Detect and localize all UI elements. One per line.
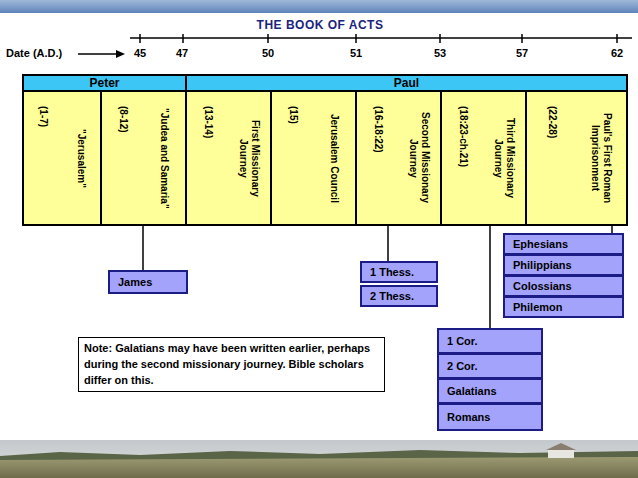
- timeline-tick: [267, 34, 269, 43]
- chapter-section: (13-14) First Missionary Journey: [185, 90, 272, 226]
- section-column: Second Missionary Journey: [399, 92, 441, 224]
- year-label: 53: [434, 47, 446, 59]
- epistle-name: James: [118, 276, 152, 288]
- chapter-section: (16-18:22) Second Missionary Journey: [355, 90, 442, 226]
- period-name: Second Missionary Journey: [408, 99, 431, 217]
- chapter-section: (1-7) "Jerusalem": [22, 90, 102, 226]
- epistle-name: Romans: [447, 411, 490, 423]
- section-column: Third Missionary Journey: [484, 92, 526, 224]
- chapter-range: (18:23-ch.21): [457, 106, 469, 167]
- timeline-tick: [521, 34, 523, 43]
- chapter-section: (15) Jerusalem Council: [270, 90, 357, 226]
- chapter-range: (22-28): [546, 106, 558, 138]
- timeline-tick: [616, 34, 618, 43]
- epistle-box: Romans: [437, 403, 543, 431]
- section-column: (15): [272, 92, 314, 224]
- chapter-range: (13-14): [202, 106, 214, 138]
- section-column: Paul's First Roman Imprisonment: [577, 92, 627, 224]
- epistle-name: 1 Thess.: [370, 266, 414, 278]
- chapter-section: (22-28) Paul's First Roman Imprisonment: [525, 90, 628, 226]
- chapter-section: (18:23-ch.21) Third Missionary Journey: [440, 90, 527, 226]
- section-column: (22-28): [527, 92, 577, 224]
- connector-line: [142, 226, 144, 270]
- apostle-name: Peter: [89, 76, 119, 90]
- period-name: "Jerusalem": [75, 129, 87, 188]
- connector-line: [611, 226, 613, 233]
- connector-line: [387, 226, 389, 261]
- photo-sky: [0, 440, 638, 478]
- connector-line: [489, 226, 491, 328]
- period-name: Jerusalem Council: [329, 114, 341, 203]
- section-column: (13-14): [187, 92, 229, 224]
- epistle-box: 1 Cor.: [437, 328, 543, 354]
- period-name: First Missionary Journey: [238, 99, 261, 217]
- epistle-box: 2 Cor.: [437, 353, 543, 379]
- epistle-box: 2 Thess.: [360, 285, 438, 307]
- year-label: 51: [350, 47, 362, 59]
- date-arrow: [78, 53, 118, 55]
- epistle-name: Galatians: [447, 385, 497, 397]
- epistle-box: Philippians: [503, 254, 624, 276]
- note-text: Note: Galatians may have been written ea…: [84, 341, 379, 389]
- section-column: Jerusalem Council: [314, 92, 356, 224]
- epistle-name: Philemon: [513, 301, 563, 313]
- timeline-tick: [182, 34, 184, 43]
- apostle-name: Paul: [394, 76, 419, 90]
- year-label: 50: [262, 47, 274, 59]
- year-label: 57: [516, 47, 528, 59]
- period-name: Third Missionary Journey: [493, 99, 516, 217]
- epistle-box: Ephesians: [503, 233, 624, 255]
- period-name: Paul's First Roman Imprisonment: [590, 99, 613, 217]
- epistle-box: James: [108, 270, 188, 294]
- epistle-box: 1 Thess.: [360, 261, 438, 283]
- chapter-range: (1-7): [37, 106, 49, 127]
- photo-treeline: [0, 450, 638, 478]
- axis-label: Date (A.D.): [6, 47, 62, 59]
- photo-roof: [546, 443, 576, 450]
- timeline-tick: [439, 34, 441, 43]
- section-column: (8-12): [102, 92, 144, 224]
- epistle-box: Galatians: [437, 378, 543, 404]
- timeline-axis: [130, 37, 632, 39]
- section-column: (18:23-ch.21): [442, 92, 484, 224]
- section-column: First Missionary Journey: [229, 92, 271, 224]
- epistle-box: Colossians: [503, 275, 624, 297]
- chapter-range: (8-12): [117, 106, 129, 133]
- period-name: "Judea and Samaria": [159, 108, 171, 209]
- date-arrowhead: [116, 50, 125, 58]
- section-column: (1-7): [24, 92, 62, 224]
- timeline-tick: [355, 34, 357, 43]
- year-label: 45: [134, 47, 146, 59]
- diagram-title: THE BOOK OF ACTS: [257, 18, 384, 32]
- epistle-name: Ephesians: [513, 238, 568, 250]
- section-column: "Judea and Samaria": [144, 92, 186, 224]
- photo-house: [548, 449, 574, 458]
- note-box: Note: Galatians may have been written ea…: [78, 337, 385, 392]
- epistle-box: Philemon: [503, 296, 624, 318]
- epistle-name: Philippians: [513, 259, 572, 271]
- photo-field: [0, 457, 638, 478]
- epistle-name: 2 Thess.: [370, 290, 414, 302]
- epistle-name: 1 Cor.: [447, 335, 478, 347]
- year-label: 47: [176, 47, 188, 59]
- section-column: (16-18:22): [357, 92, 399, 224]
- epistle-name: Colossians: [513, 280, 572, 292]
- top-bar: [0, 0, 638, 13]
- section-column: "Jerusalem": [62, 92, 100, 224]
- year-label: 62: [611, 47, 623, 59]
- epistle-name: 2 Cor.: [447, 360, 478, 372]
- chapter-section: (8-12) "Judea and Samaria": [100, 90, 187, 226]
- timeline-tick: [139, 34, 141, 43]
- chapter-range: (15): [287, 106, 299, 124]
- chapter-range: (16-18:22): [372, 106, 384, 153]
